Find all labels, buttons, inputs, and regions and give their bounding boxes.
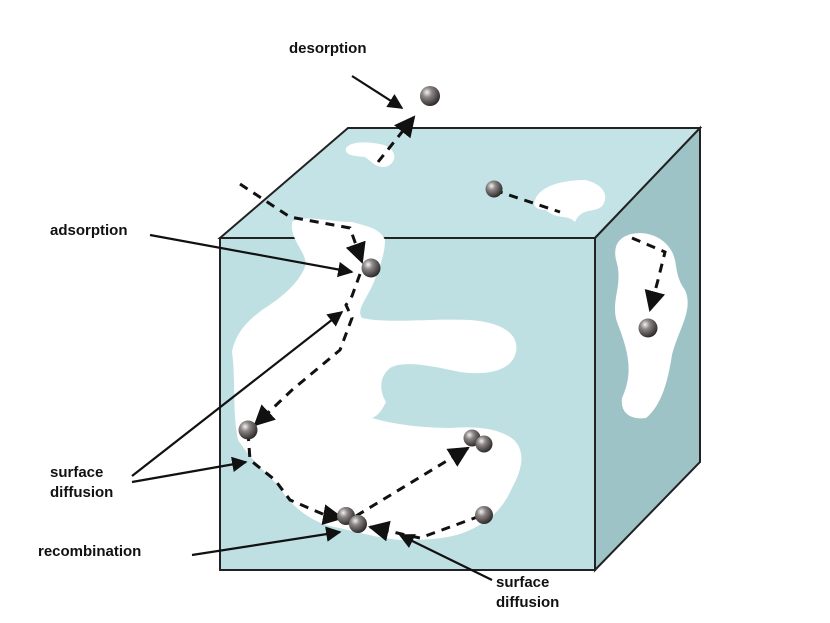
- pointer-surface-diffusion-left-up: [131, 311, 344, 477]
- particle-top-surface: [485, 180, 503, 198]
- pointer-recombination: [191, 526, 342, 557]
- label-surface-diffusion-left-line1: surface: [50, 464, 103, 481]
- label-adsorption: adsorption: [50, 222, 128, 239]
- particle-desorbed: [420, 86, 440, 106]
- trajectory-desorption: [376, 115, 416, 163]
- label-surface-diffusion-left-line2: diffusion: [50, 484, 113, 501]
- trajectory-pore-descent: [253, 273, 362, 427]
- particle-side-pore: [638, 318, 658, 338]
- pointer-surface-diffusion-bottom: [398, 534, 493, 581]
- label-surface-diffusion-bottom-line2: diffusion: [496, 594, 559, 611]
- particle-wall: [238, 420, 258, 440]
- pore-top-left: [345, 142, 395, 168]
- label-recombination: recombination: [38, 543, 141, 560]
- label-desorption: desorption: [289, 40, 367, 57]
- trajectory-bottom-diffusion: [367, 514, 481, 542]
- particle-adsorbed: [361, 258, 381, 278]
- trajectory-top-right-diffusion: [493, 188, 561, 214]
- label-surface-diffusion-bottom-line1: surface: [496, 574, 549, 591]
- particle-bottom-right: [475, 506, 493, 524]
- pointer-desorption: [351, 75, 404, 109]
- pointer-surface-diffusion-left-down: [131, 456, 248, 484]
- particle-pair-right-b: [475, 435, 493, 453]
- trajectory-to-right-pair: [355, 446, 470, 518]
- pore-top-right: [534, 180, 606, 222]
- pointer-adsorption: [149, 233, 354, 278]
- trajectory-wall-diffusion: [246, 431, 345, 526]
- trajectory-side-pore: [631, 236, 667, 313]
- particle-recombination-b: [349, 515, 367, 533]
